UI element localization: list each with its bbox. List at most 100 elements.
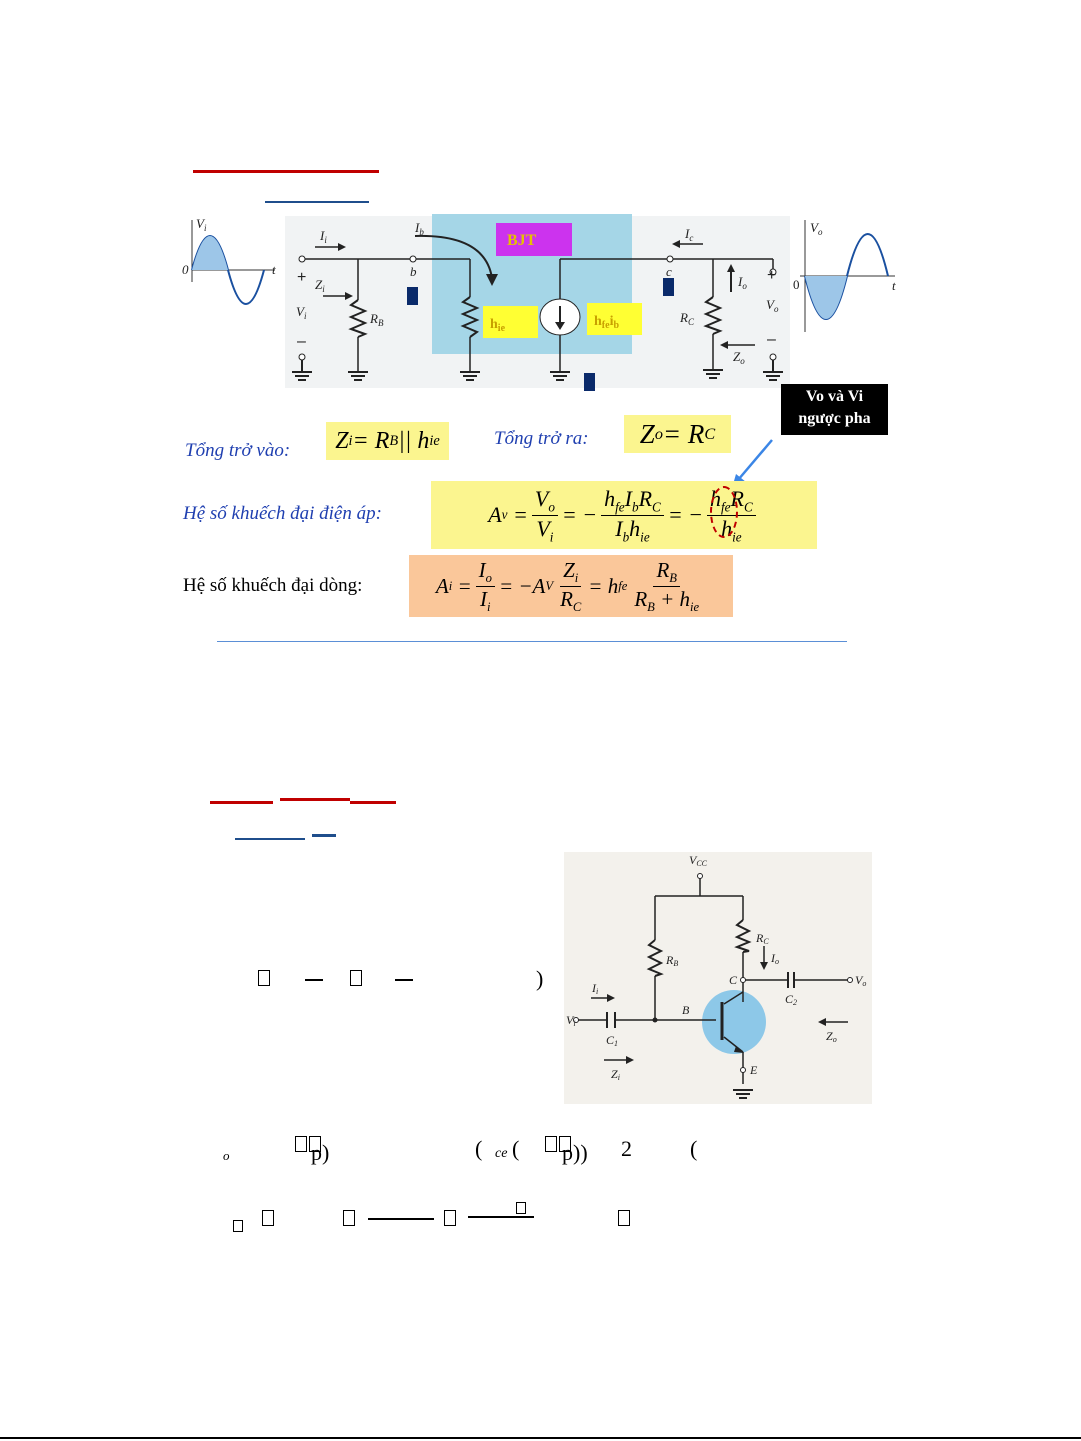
label-output-impedance: Tổng trở ra: bbox=[494, 428, 589, 449]
svg-text:C2: C2 bbox=[785, 992, 797, 1007]
heading2-underline-red-c bbox=[350, 801, 396, 804]
frag-p1: p) bbox=[311, 1140, 330, 1165]
svg-text:Vi: Vi bbox=[196, 216, 207, 233]
hie-resistor bbox=[460, 296, 480, 338]
svg-text:C: C bbox=[729, 973, 738, 987]
ground-symbols bbox=[292, 360, 783, 381]
callout-line2: ngược pha bbox=[798, 410, 871, 427]
svg-text:0: 0 bbox=[182, 262, 189, 277]
svg-text:RB: RB bbox=[369, 311, 384, 328]
heading2-underline-blue-a bbox=[235, 838, 305, 840]
svg-text:Vo: Vo bbox=[766, 297, 779, 314]
glyph-box bbox=[559, 1136, 571, 1152]
svg-text:t: t bbox=[272, 262, 276, 277]
frag-lp2: ( bbox=[512, 1136, 520, 1161]
svg-text:Zo: Zo bbox=[733, 349, 745, 366]
svg-text:VCC: VCC bbox=[689, 853, 708, 868]
marker-b bbox=[407, 287, 418, 305]
svg-text:C1: C1 bbox=[606, 1033, 618, 1048]
ib-arrow bbox=[414, 234, 493, 279]
callout-line1: Vo và Vi bbox=[805, 388, 864, 405]
phase-callout: Vo và Vi ngược pha bbox=[781, 384, 888, 435]
vi-waveform bbox=[191, 220, 275, 305]
label-current-gain: Hệ số khuếch đại dòng: bbox=[183, 575, 363, 596]
heading2-underline-red-a bbox=[210, 801, 273, 804]
glyph-box-small bbox=[233, 1220, 243, 1232]
svg-text:RC: RC bbox=[755, 931, 769, 946]
heading-underline-blue bbox=[265, 201, 369, 203]
glyph-box bbox=[545, 1136, 557, 1152]
svg-text:Ib: Ib bbox=[414, 220, 424, 237]
frag-p2: p)) bbox=[562, 1140, 588, 1165]
svg-text:RB: RB bbox=[665, 953, 678, 968]
svg-text:–: – bbox=[297, 333, 306, 350]
svg-text:RC: RC bbox=[679, 310, 695, 327]
fragment-row-3 bbox=[230, 1202, 650, 1234]
common-emitter-circuit: VCC RC RB Io C C2 Vo Ii Vi C1 B Zi E Zo bbox=[564, 852, 872, 1104]
frac-bar bbox=[468, 1216, 534, 1218]
frag-o: o bbox=[223, 1148, 230, 1163]
page-bottom-border bbox=[0, 1437, 1081, 1439]
rb-resistor bbox=[348, 299, 368, 338]
frag-lp3: ( bbox=[690, 1136, 698, 1161]
svg-text:hfeib: hfeib bbox=[594, 314, 619, 331]
frag-ce: ce bbox=[495, 1146, 508, 1161]
svg-text:c: c bbox=[666, 264, 672, 279]
vo-waveform bbox=[800, 220, 895, 332]
glyph-box bbox=[262, 1210, 274, 1226]
svg-text:B: B bbox=[682, 1003, 690, 1017]
svg-text:+: + bbox=[297, 269, 306, 286]
glyph-box bbox=[295, 1136, 307, 1152]
marker-c bbox=[663, 278, 674, 296]
minus-sign-highlight bbox=[710, 486, 738, 538]
svg-text:Vi: Vi bbox=[566, 1013, 576, 1028]
heading2-underline-blue-b bbox=[312, 834, 336, 837]
heading-underline-red bbox=[193, 170, 379, 173]
svg-text:Io: Io bbox=[737, 274, 747, 291]
glyph-box bbox=[618, 1210, 630, 1226]
rc-resistor bbox=[703, 296, 723, 335]
dash bbox=[395, 979, 413, 981]
glyph-box bbox=[444, 1210, 456, 1226]
svg-text:Ii: Ii bbox=[319, 228, 327, 245]
svg-text:0: 0 bbox=[793, 277, 800, 292]
glyph-box bbox=[343, 1210, 355, 1226]
heading2-underline-red-b bbox=[280, 798, 350, 801]
svg-text:Vo: Vo bbox=[855, 973, 866, 988]
svg-text:t: t bbox=[892, 278, 896, 293]
frac-bar bbox=[368, 1218, 434, 1220]
glyph-box bbox=[309, 1136, 321, 1152]
svg-text:b: b bbox=[410, 264, 417, 279]
svg-text:E: E bbox=[749, 1063, 758, 1077]
svg-text:Vi: Vi bbox=[296, 304, 307, 321]
glyph-box bbox=[350, 970, 362, 986]
svg-text:Zi: Zi bbox=[611, 1067, 620, 1082]
dash bbox=[305, 979, 323, 981]
svg-text:Zi: Zi bbox=[315, 277, 325, 294]
hfe-label-box bbox=[587, 303, 642, 335]
bjt-label-box bbox=[496, 223, 572, 256]
svg-text:BJT: BJT bbox=[507, 232, 537, 249]
glyph-box bbox=[258, 970, 270, 986]
svg-text:Io: Io bbox=[770, 951, 779, 966]
marker-e bbox=[584, 373, 595, 391]
svg-text:Vo: Vo bbox=[810, 220, 823, 237]
svg-text:hie: hie bbox=[490, 317, 506, 334]
equivalent-circuit-diagram: Vi 0 t Vo 0 t Ii Ib Zi Vi RB b c Ic Io R… bbox=[182, 214, 896, 391]
svg-text:Ic: Ic bbox=[684, 226, 693, 243]
hie-label-box bbox=[483, 306, 538, 338]
svg-text:Zo: Zo bbox=[826, 1029, 837, 1044]
frag-two: 2 bbox=[621, 1136, 632, 1161]
label-input-impedance: Tổng trở vào: bbox=[185, 440, 291, 461]
label-voltage-gain: Hệ số khuếch đại điện áp: bbox=[183, 503, 382, 524]
fragment-row-1 bbox=[258, 967, 458, 991]
svg-text:+: + bbox=[767, 267, 776, 284]
svg-text:–: – bbox=[767, 331, 776, 348]
section-divider bbox=[217, 641, 847, 642]
glyph-box-small bbox=[516, 1202, 526, 1214]
fragment-row-2: o p) ( ce ( p)) 2 ( bbox=[220, 1136, 740, 1166]
